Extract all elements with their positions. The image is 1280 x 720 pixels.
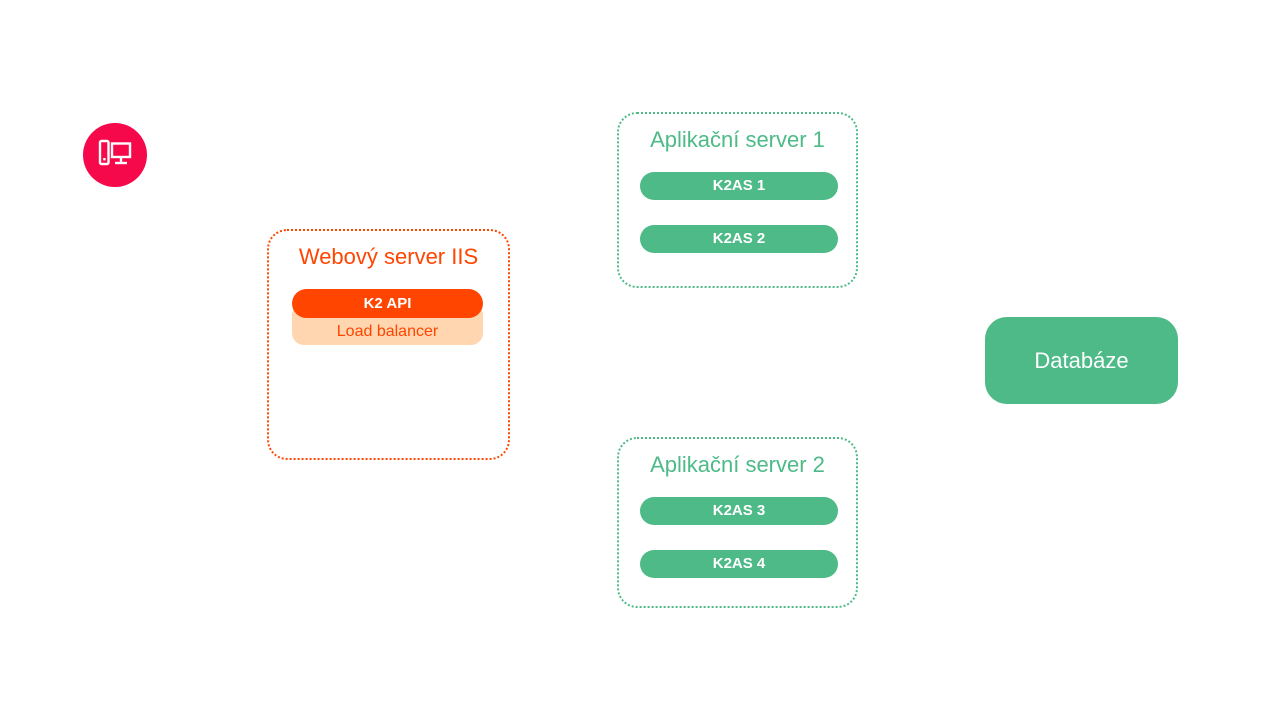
k2-api-node: K2 API	[292, 289, 483, 318]
k2as-4-node: K2AS 4	[640, 550, 838, 578]
desktop-computer-icon	[98, 139, 132, 172]
app-server-1-title: Aplikační server 1	[650, 127, 825, 152]
web-server-group: Webový server IIS K2 API Load balancer	[267, 229, 510, 460]
app-server-1-group: Aplikační server 1 K2AS 1 K2AS 2	[617, 112, 858, 288]
app-server-2-group: Aplikační server 2 K2AS 3 K2AS 4	[617, 437, 858, 608]
web-server-title: Webový server IIS	[298, 244, 479, 269]
k2as-3-node: K2AS 3	[640, 497, 838, 525]
database-node: Databáze	[985, 317, 1178, 404]
k2as-1-node: K2AS 1	[640, 172, 838, 200]
k2-api-stack: K2 API Load balancer	[292, 289, 483, 345]
app-server-2-title: Aplikační server 2	[650, 452, 825, 477]
client-node	[83, 123, 147, 187]
k2as-2-node: K2AS 2	[640, 225, 838, 253]
